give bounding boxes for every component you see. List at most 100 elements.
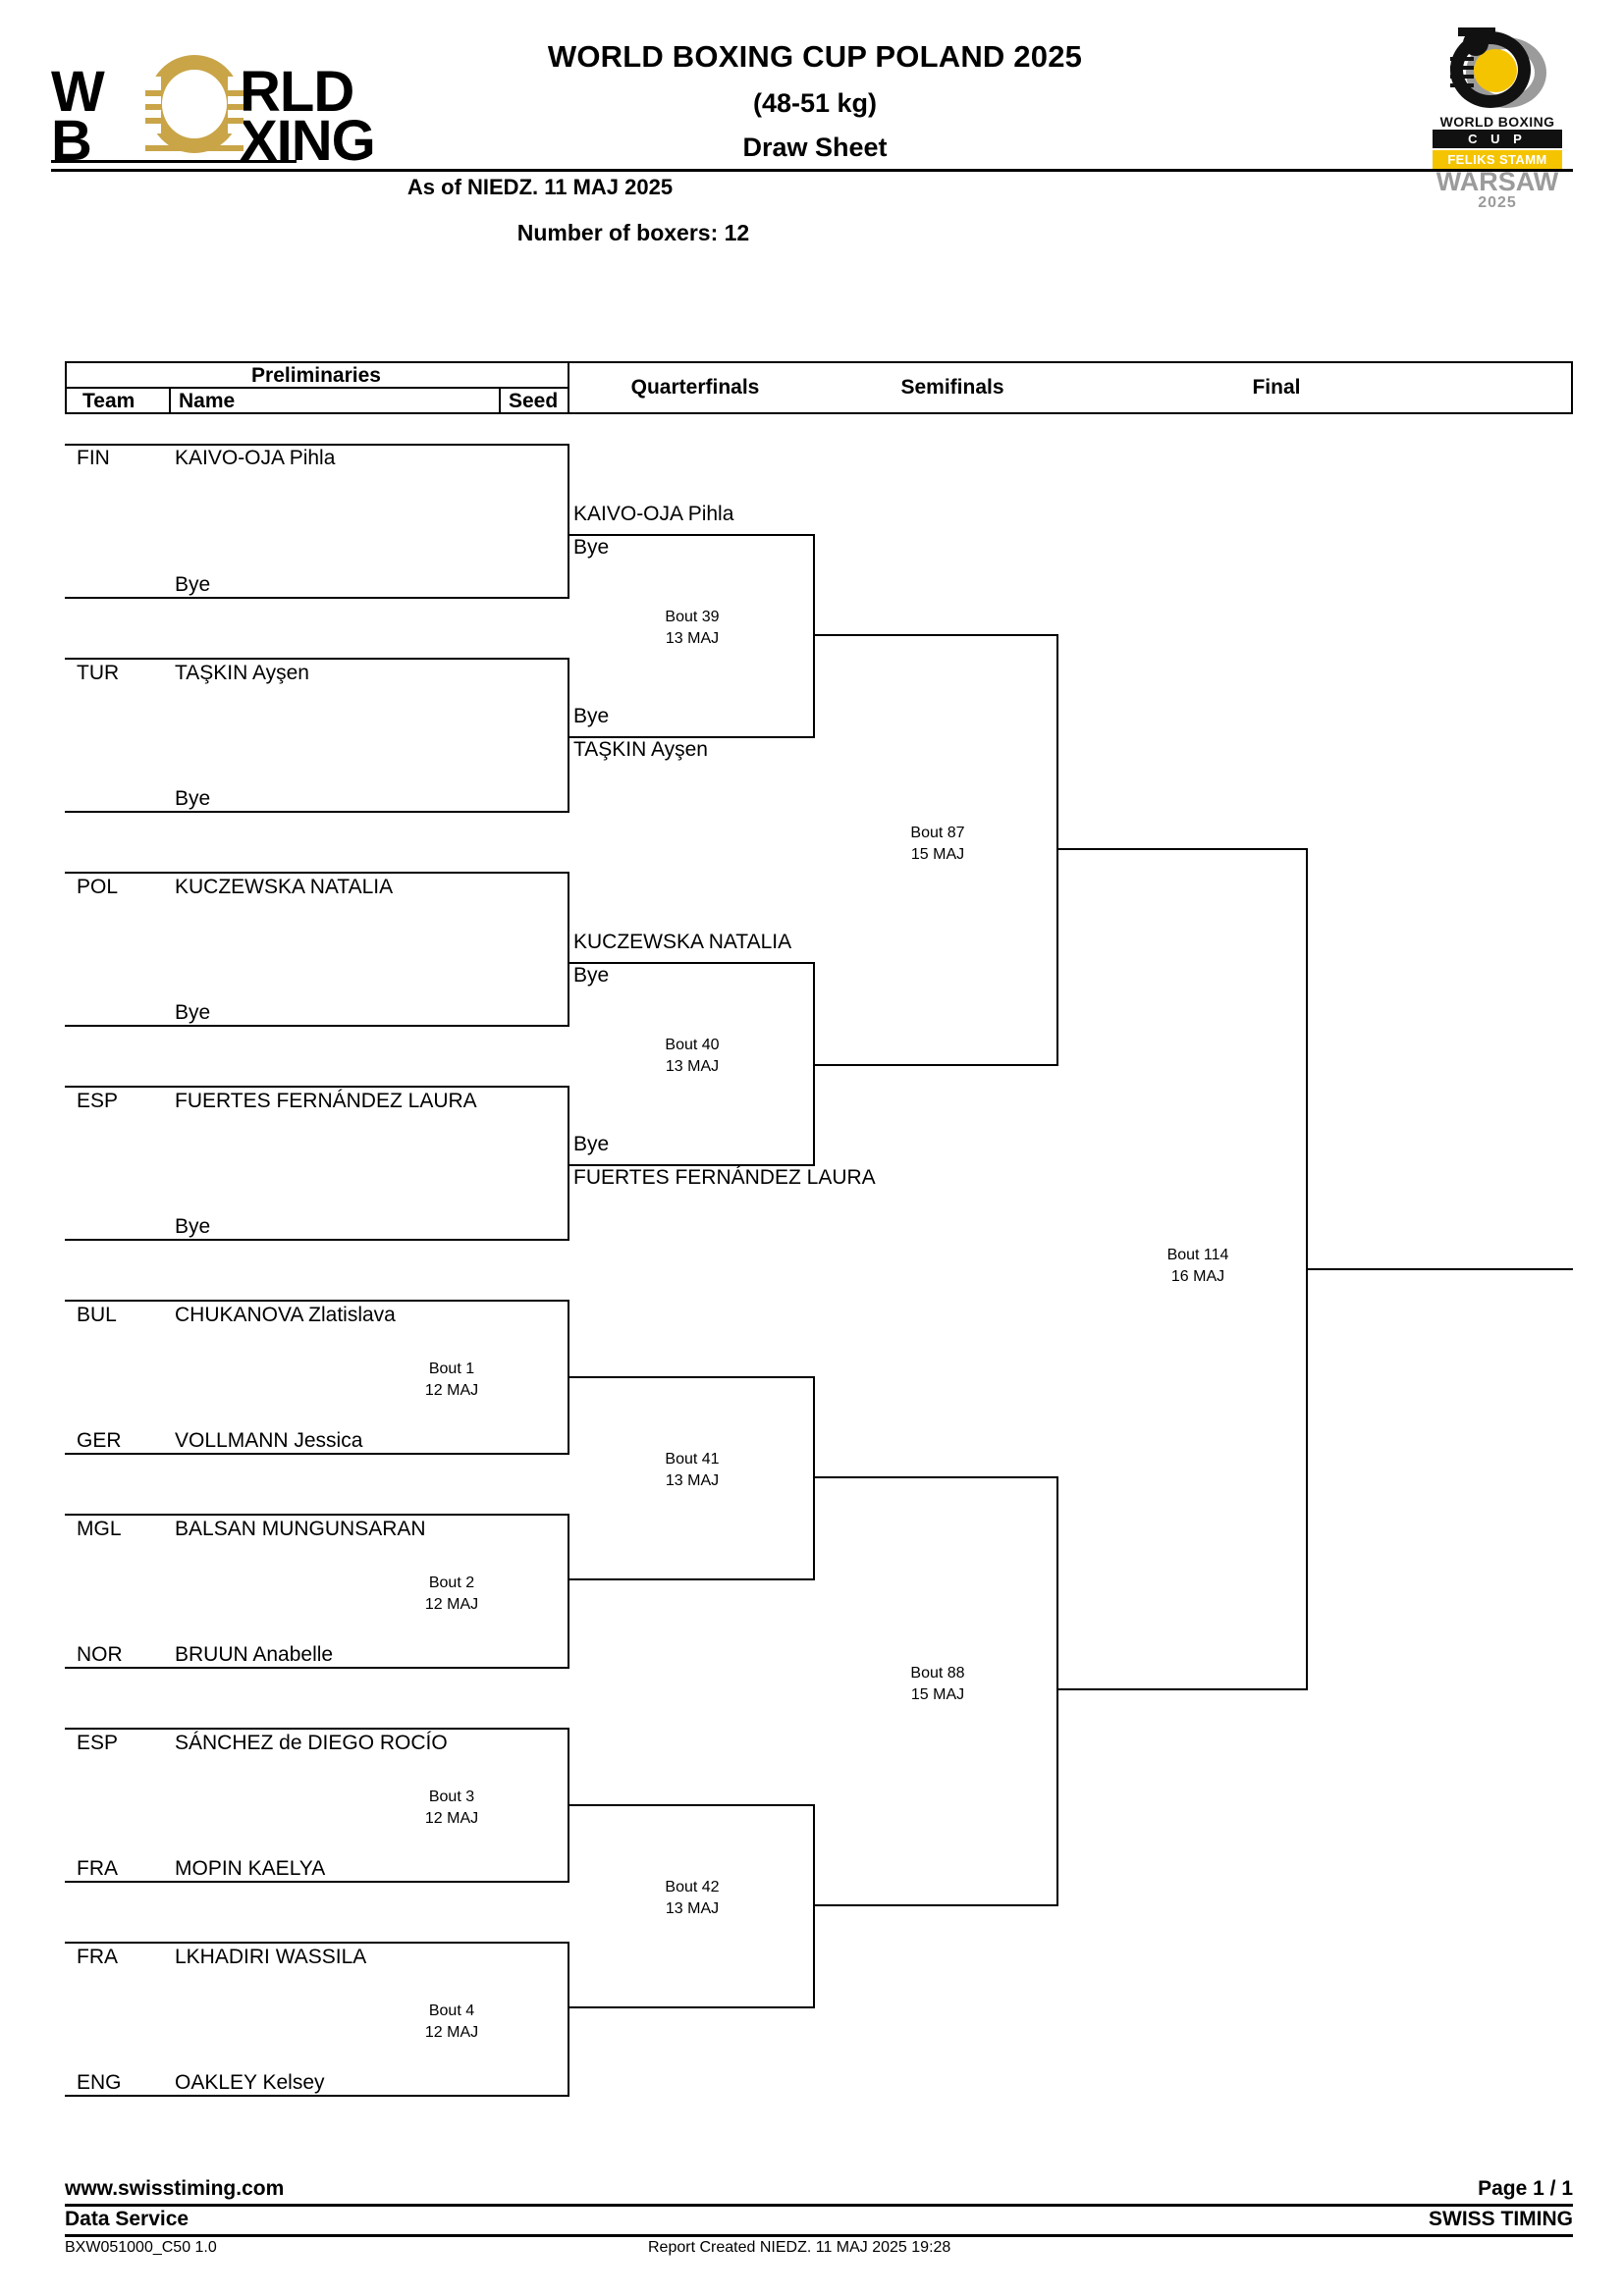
prelim-box-right: [568, 658, 569, 813]
prelim-bout-date: 12 MAJ: [424, 1596, 479, 1613]
prelim-team: GER: [77, 1429, 122, 1452]
qf-slot-name: Bye: [573, 536, 610, 559]
sf-bout-number: Bout 87: [910, 825, 965, 841]
prelim-team: MGL: [77, 1518, 122, 1540]
qf-bout-number: Bout 40: [665, 1037, 720, 1053]
qf-bout-number: Bout 42: [665, 1879, 720, 1896]
prelim-name: TAŞKIN Ayşen: [175, 662, 309, 684]
logo-yellow-circle-icon: [1474, 49, 1517, 92]
prelim-box-bottom: [65, 811, 568, 813]
sf-box-top: [813, 1476, 1058, 1478]
prelim-team: POL: [77, 876, 119, 898]
prelim-name: BRUUN Anabelle: [175, 1643, 334, 1666]
logo-cup-text: C U P: [1433, 130, 1562, 148]
footer-page-number: Page 1 / 1: [1478, 2177, 1573, 2200]
logo-letters-xing: XING: [240, 109, 376, 173]
qf-slot-name: TAŞKIN Ayşen: [573, 738, 708, 761]
sf-box-right: [1056, 1476, 1058, 1906]
sf-bout-date: 15 MAJ: [910, 846, 965, 863]
prelim-name: Bye: [175, 1215, 211, 1238]
qf-box-bottom: [568, 2006, 815, 2008]
prelim-team: ENG: [77, 2071, 122, 2094]
qf-slot-name: Bye: [573, 1133, 610, 1155]
qf-slot-name: FUERTES FERNÁNDEZ LAURA: [573, 1166, 876, 1189]
qf-slot-name: KAIVO-OJA Pihla: [573, 503, 734, 525]
prelim-bout-number: Bout 3: [428, 1789, 475, 1805]
logo-letters-rld: RLD: [240, 60, 354, 124]
qf-slot-name: KUCZEWSKA NATALIA: [573, 931, 792, 953]
prelim-box-right: [568, 872, 569, 1027]
logo-bar: [145, 145, 244, 151]
prelim-box-bottom: [65, 2095, 568, 2097]
sf-bout-number: Bout 88: [910, 1665, 965, 1682]
footer-doc-code: BXW051000_C50 1.0: [65, 2239, 217, 2256]
qf-box-top: [568, 1804, 815, 1806]
qf-slot-name: Bye: [573, 964, 610, 987]
footer-website[interactable]: www.swisstiming.com: [65, 2177, 285, 2200]
logo-warsaw-text: WARSAW: [1435, 167, 1559, 196]
prelim-name: Bye: [175, 573, 211, 596]
weight-class: (48-51 kg): [752, 88, 878, 118]
prelim-name: Bye: [175, 1001, 211, 1024]
boxer-count: Number of boxers: 12: [516, 220, 750, 245]
prelim-box-right: [568, 1942, 569, 2097]
qf-bout-date: 13 MAJ: [665, 1900, 720, 1917]
prelim-box-bottom: [65, 1881, 568, 1883]
prelim-name: VOLLMANN Jessica: [175, 1429, 363, 1452]
qf-box-top: [568, 1376, 815, 1378]
qf-bout-date: 13 MAJ: [665, 1472, 720, 1489]
logo-bar: [145, 90, 161, 96]
sf-box-right: [1056, 634, 1058, 1066]
prelim-box-top: [65, 444, 568, 446]
prelim-sub-divider: [65, 387, 568, 389]
column-header-preliminaries: Preliminaries: [251, 364, 381, 387]
prelim-team: FIN: [77, 447, 110, 469]
final-bout-date: 16 MAJ: [1170, 1268, 1225, 1285]
logo-stripe: [1450, 57, 1474, 61]
column-header-semifinals: Semifinals: [900, 376, 1004, 399]
prelim-box-top: [65, 1086, 568, 1088]
footer-divider-top: [65, 2204, 1573, 2207]
footer-report-created: Report Created NIEDZ. 11 MAJ 2025 19:28: [648, 2239, 951, 2256]
qf-box-right: [813, 1376, 815, 1580]
logo-stripe: [1450, 75, 1474, 79]
qf-bout-number: Bout 39: [665, 609, 720, 625]
prelim-box-top: [65, 872, 568, 874]
logo-black-circle-icon: [1463, 30, 1489, 56]
prelim-bout-date: 12 MAJ: [424, 1810, 479, 1827]
prelim-name: SÁNCHEZ de DIEGO ROCÍO: [175, 1732, 448, 1754]
prelim-team: NOR: [77, 1643, 123, 1666]
sf-box-top: [813, 634, 1058, 636]
column-header-quarterfinals: Quarterfinals: [630, 376, 760, 399]
world-boxing-cup-warsaw-logo: WORLD BOXING C U P FELIKS STAMM WARSAW 2…: [1429, 27, 1566, 211]
prelim-box-right: [568, 1086, 569, 1241]
final-winner-line: [1306, 1268, 1573, 1270]
final-box-bottom: [1056, 1688, 1308, 1690]
footer-divider-bottom: [65, 2234, 1573, 2237]
prelim-bout-number: Bout 4: [428, 2002, 475, 2019]
final-bout-number: Bout 114: [1166, 1247, 1229, 1263]
sf-box-bottom: [813, 1904, 1058, 1906]
prelim-box-bottom: [65, 1667, 568, 1669]
table-header-bottom-border: [65, 412, 1573, 414]
prelim-team: FRA: [77, 1946, 118, 1968]
prelim-team: TUR: [77, 662, 120, 684]
sf-box-bottom: [813, 1064, 1058, 1066]
world-boxing-logo: W RLD B XING: [51, 47, 376, 173]
prelim-box-top: [65, 658, 568, 660]
footer-data-service: Data Service: [65, 2208, 189, 2230]
logo-bar: [145, 118, 161, 124]
footer-company: SWISS TIMING: [1429, 2208, 1573, 2230]
prelim-bout-number: Bout 1: [428, 1361, 475, 1377]
prelim-box-right: [568, 1514, 569, 1669]
table-header-top-border: [65, 361, 1573, 363]
logo-letter-b: B: [51, 109, 92, 173]
prelim-name: MOPIN KAELYA: [175, 1857, 326, 1880]
prelim-box-bottom: [65, 597, 568, 599]
qf-bout-date: 13 MAJ: [665, 1058, 720, 1075]
as-of-text: As of NIEDZ. 11 MAJ 2025: [406, 175, 674, 199]
qf-bout-number: Bout 41: [665, 1451, 720, 1468]
prelim-box-top: [65, 1300, 568, 1302]
prelim-team: ESP: [77, 1732, 119, 1754]
prelim-name: KUCZEWSKA NATALIA: [175, 876, 394, 898]
